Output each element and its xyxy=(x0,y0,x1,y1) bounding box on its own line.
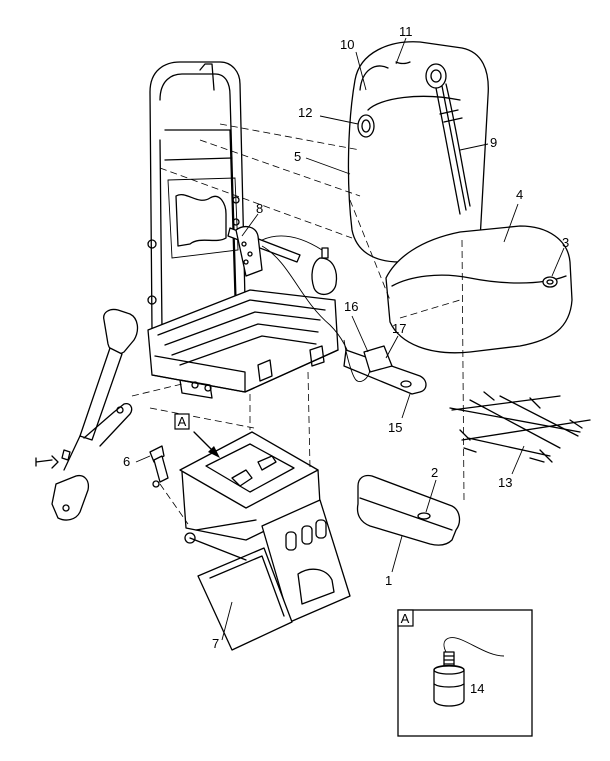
callout-1: 1 xyxy=(385,573,392,588)
suspension-base xyxy=(179,431,351,651)
callout-3: 3 xyxy=(562,235,569,250)
shock-absorber xyxy=(149,445,169,488)
release-lever xyxy=(343,339,427,395)
view-arrow: A xyxy=(174,413,220,458)
backrest-cushion xyxy=(347,41,489,263)
callout-16: 16 xyxy=(344,299,358,314)
callout-8: 8 xyxy=(256,201,263,216)
armrest-pad xyxy=(356,474,461,546)
adjustment-handle xyxy=(227,225,301,277)
callout-7: 7 xyxy=(212,636,219,651)
seat-cushion xyxy=(385,225,573,354)
callout-9: 9 xyxy=(490,135,497,150)
callout-labels: 1 2 3 4 5 6 7 8 9 10 11 12 13 14 15 16 1… xyxy=(123,24,569,696)
callout-4: 4 xyxy=(516,187,523,202)
armrest-arm xyxy=(35,308,139,521)
detail-inset: A xyxy=(397,609,533,737)
view-marker-label: A xyxy=(178,414,187,429)
callout-12: 12 xyxy=(298,105,312,120)
callout-2: 2 xyxy=(431,465,438,480)
callout-11: 11 xyxy=(399,24,413,39)
detail-inset-label: A xyxy=(401,611,410,626)
callout-15: 15 xyxy=(388,420,402,435)
callout-14: 14 xyxy=(470,681,484,696)
callout-17: 17 xyxy=(392,321,406,336)
callout-5: 5 xyxy=(294,149,301,164)
seat-springs xyxy=(449,391,591,463)
lumbar-pump xyxy=(261,235,353,367)
seat-frame xyxy=(147,61,246,353)
assembly-lines xyxy=(131,123,465,525)
callout-6: 6 xyxy=(123,454,130,469)
seat-base-frame xyxy=(147,289,339,399)
callout-10: 10 xyxy=(340,37,354,52)
callout-13: 13 xyxy=(498,475,512,490)
